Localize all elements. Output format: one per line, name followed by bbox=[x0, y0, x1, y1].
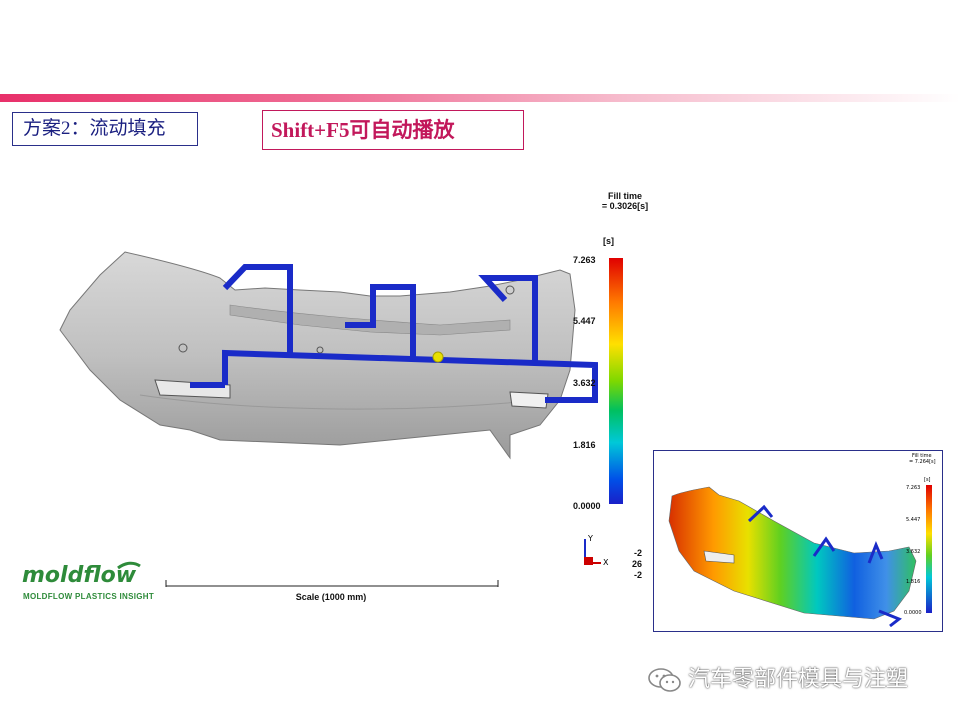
rotation-z: -2 bbox=[633, 570, 642, 580]
result-title-line2: = 0.3026[s] bbox=[601, 201, 649, 211]
inset-title-line1: Fill time bbox=[912, 453, 932, 459]
legend-tick-4: 1.816 bbox=[573, 440, 596, 450]
wechat-icon bbox=[648, 668, 681, 692]
inset-tick-3: 3.632 bbox=[906, 549, 920, 555]
view-rotation-readout: -2 26 -2 bbox=[622, 548, 642, 581]
axis-x-label: X bbox=[603, 558, 609, 567]
inset-tick-min: 0.0000 bbox=[904, 610, 922, 616]
legend-tick-3: 3.632 bbox=[573, 378, 596, 388]
legend-tick-max: 7.263 bbox=[573, 255, 596, 265]
result-title-line1: Fill time bbox=[607, 191, 642, 201]
result-title: Fill time = 0.3026[s] bbox=[570, 191, 680, 211]
inset-tick-2: 5.447 bbox=[906, 517, 920, 523]
legend-unit: [s] bbox=[603, 236, 614, 246]
injection-point bbox=[432, 351, 444, 363]
legend-tick-2: 5.447 bbox=[573, 316, 596, 326]
axis-y-label: Y bbox=[587, 534, 593, 543]
legend-tick-min: 0.0000 bbox=[573, 501, 601, 511]
logo-subtitle: MOLDFLOW PLASTICS INSIGHT bbox=[23, 592, 155, 601]
inset-tick-max: 7.263 bbox=[906, 485, 920, 491]
moldflow-logo: moldflow bbox=[22, 561, 141, 588]
slide-title: 方案2：流动填充 bbox=[12, 112, 198, 146]
slideshow-hint: Shift+F5可自动播放 bbox=[262, 110, 524, 150]
inset-tick-4: 1.816 bbox=[906, 579, 920, 585]
inset-model-view: Fill time = 7.264[s] [s] 7.263 5.447 3.6… bbox=[668, 453, 936, 628]
filled-result-inset[interactable]: Fill time = 7.264[s] [s] 7.263 5.447 3.6… bbox=[653, 450, 943, 632]
axis-triad-icon: Y X bbox=[584, 534, 609, 567]
watermark-text: 汽车零部件模具与注塑 bbox=[688, 666, 909, 691]
right-reflector bbox=[509, 391, 549, 409]
header-band bbox=[0, 94, 960, 102]
rotation-y: 26 bbox=[631, 559, 642, 569]
inset-title-line2: = 7.264[s] bbox=[909, 459, 936, 465]
bumper-lower-line bbox=[139, 394, 541, 410]
model-viewport[interactable] bbox=[40, 230, 610, 480]
inset-runner-system bbox=[747, 504, 902, 628]
inset-bumper-filled bbox=[668, 486, 917, 620]
runner-system bbox=[190, 264, 598, 403]
rotation-x: -2 bbox=[633, 548, 642, 558]
fill-time-legend-bar bbox=[609, 258, 623, 504]
scale-bar bbox=[165, 580, 499, 587]
inset-legend-bar bbox=[926, 485, 932, 613]
scale-label: Scale (1000 mm) bbox=[295, 592, 367, 602]
inset-legend-unit: [s] bbox=[924, 477, 931, 483]
